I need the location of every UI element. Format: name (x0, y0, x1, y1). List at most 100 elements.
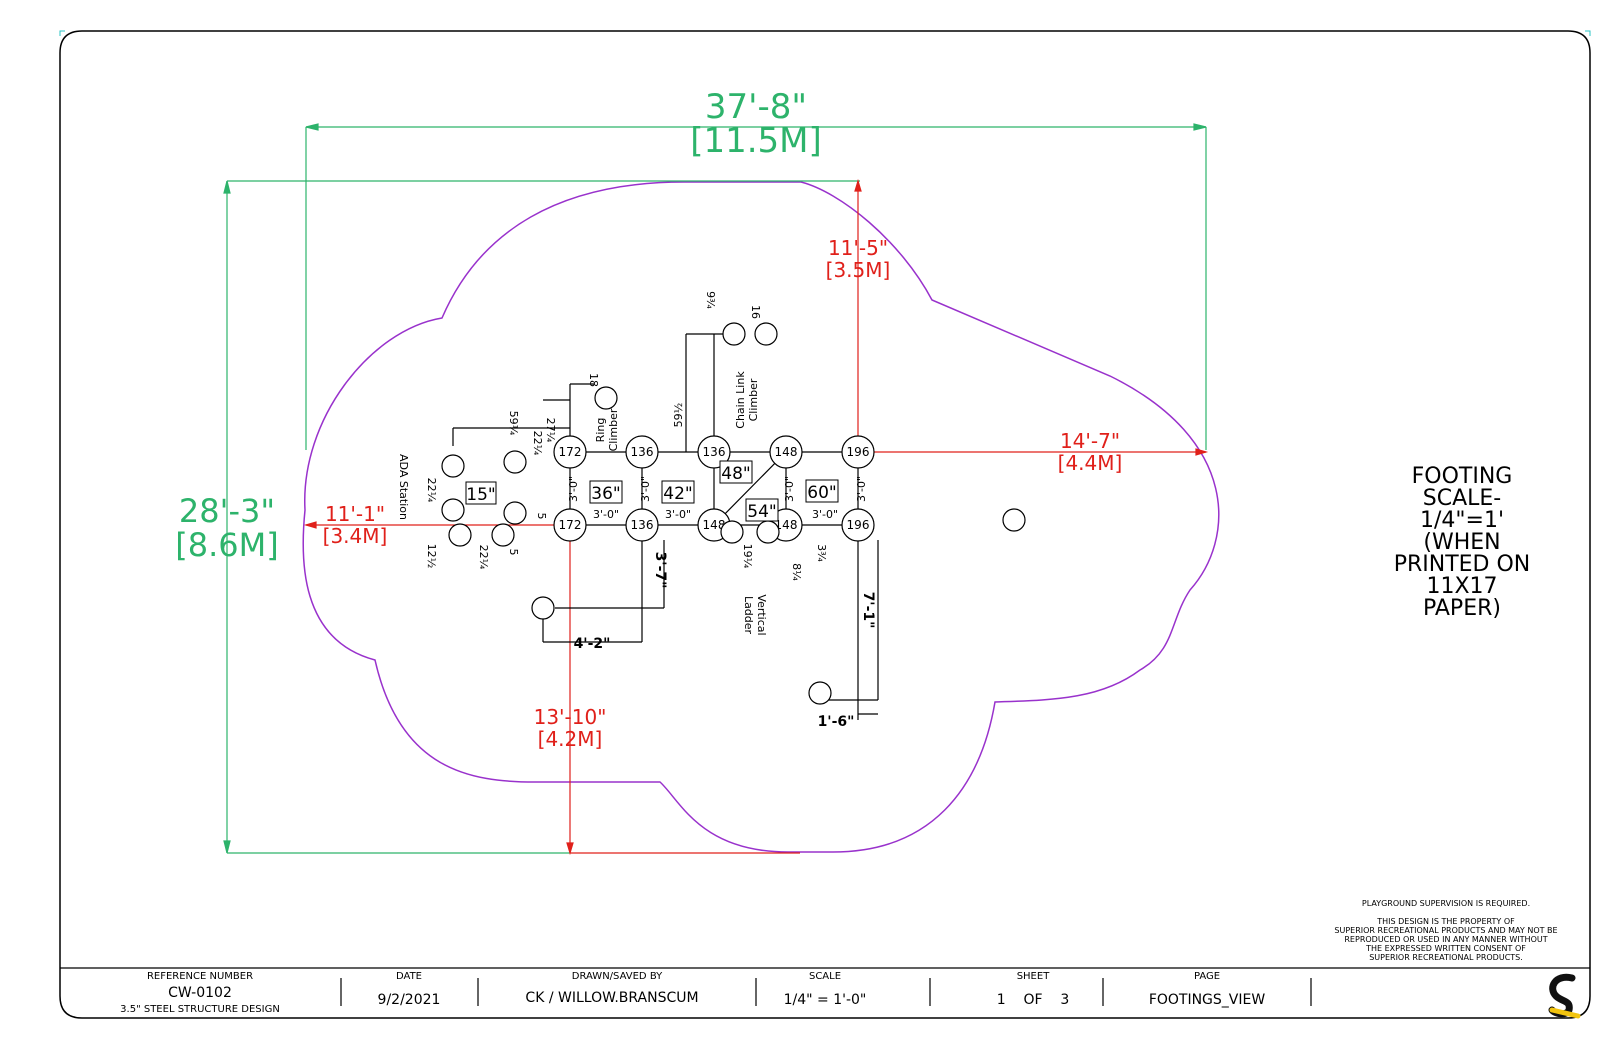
dim-label: 59¼ (507, 411, 520, 436)
top-clearance-label: 11'-5" (828, 236, 888, 260)
note-line: PAPER) (1423, 596, 1501, 621)
company-logo-icon (1548, 973, 1581, 1019)
note-line: SCALE- (1423, 486, 1501, 511)
overall-depth-label: 28'-3" (179, 492, 275, 530)
footing-circle (441, 498, 465, 522)
footing-circle (441, 454, 465, 478)
overall-width-label: 37'-8" (705, 87, 807, 127)
dim-label: 7'-1" (860, 592, 876, 629)
dim-label: 59½ (672, 403, 685, 428)
property-line: THIS DESIGN IS THE PROPERTY OF (1376, 917, 1515, 926)
footing-circle (808, 681, 832, 705)
left-clearance-label: 11'-1" (325, 502, 385, 526)
deck-height-label: 54" (747, 502, 776, 522)
footing-circle (503, 501, 527, 525)
scale-label: SCALE (809, 971, 841, 982)
deck-height-label: 42" (663, 484, 692, 504)
post-label: 196 (847, 518, 870, 532)
dim-label: 8¼ (790, 563, 803, 581)
footing-circle (720, 520, 744, 544)
note-line: 11X17 (1426, 574, 1497, 599)
component-label: Chain Link (734, 371, 747, 429)
dim-label: 5 (535, 513, 548, 520)
component-label: Climber (607, 408, 620, 451)
property-line: SUPERIOR RECREATIONAL PRODUCTS AND MAY N… (1334, 926, 1557, 935)
post-circle (697, 435, 731, 469)
footing-circle (722, 322, 746, 346)
spacing-label: 3'-0" (665, 508, 691, 521)
drawn-label: DRAWN/SAVED BY (572, 971, 663, 982)
component-label: Climber (747, 378, 760, 421)
dim-label: 3'-7" (652, 552, 668, 589)
post-circle (769, 435, 803, 469)
supervision-note: PLAYGROUND SUPERVISION IS REQUIRED. (1362, 899, 1530, 908)
page-label: PAGE (1194, 971, 1220, 982)
footing-circle (448, 523, 472, 547)
post-label: 136 (703, 445, 726, 459)
sheet-corner-mark (59, 30, 1591, 36)
post-circle (625, 435, 659, 469)
footing-circle (756, 520, 780, 544)
footing-circle (491, 523, 515, 547)
component-label: Ring (594, 418, 607, 443)
reference-label: REFERENCE NUMBER (147, 971, 253, 982)
deck-height-label: 48" (721, 464, 750, 484)
footing-circle (1002, 508, 1026, 532)
left-clearance-metric: [3.4M] (323, 524, 388, 548)
dim-label: 9¾ (704, 291, 717, 309)
overall-depth-dimension (223, 180, 860, 854)
post-spacings: 3'-0" 3'-0" 3'-0" 3'-0" 3'-0" 3'-0" 3'-0… (567, 476, 868, 521)
component-label: Ladder (742, 596, 755, 635)
clearance-lines (303, 178, 1209, 856)
right-clearance-label: 14'-7" (1060, 429, 1120, 453)
post-label: 196 (847, 445, 870, 459)
date-value: 9/2/2021 (378, 992, 441, 1008)
scale-value: 1/4" = 1'-0" (784, 992, 867, 1008)
spacing-label: 3'-0" (639, 476, 652, 502)
property-line: SUPERIOR RECREATIONAL PRODUCTS. (1369, 953, 1523, 962)
post-label: 136 (631, 445, 654, 459)
right-clearance-metric: [4.4M] (1058, 451, 1123, 475)
post-circle (553, 508, 587, 542)
note-line: FOOTING (1412, 464, 1513, 489)
overall-depth-metric: [8.6M] (175, 526, 278, 564)
dim-label: 4'-2" (574, 636, 611, 652)
note-line: (WHEN (1423, 530, 1500, 555)
long-dimensions: 3'-7" 4'-2" 7'-1" 1'-6" (574, 552, 876, 730)
legal-notice: PLAYGROUND SUPERVISION IS REQUIRED. THIS… (1334, 899, 1557, 962)
post-label: 148 (775, 518, 798, 532)
note-line: PRINTED ON (1394, 552, 1531, 577)
property-line: THE EXPRESSED WRITTEN CONSENT OF (1365, 944, 1526, 953)
auxiliary-footings (441, 322, 1026, 705)
dim-label: 1'-6" (818, 714, 855, 730)
post-label: 172 (559, 445, 582, 459)
sheet-border (59, 30, 1591, 1019)
footing-scale-note: FOOTING SCALE- 1/4"=1' (WHEN PRINTED ON … (1394, 464, 1531, 621)
sheet-value: 1 OF 3 (997, 992, 1070, 1008)
structure-lines (452, 333, 879, 720)
dim-label: 27¼ (544, 418, 557, 443)
top-row-posts: 172 136 136 148 196 (553, 435, 875, 469)
overall-width-metric: [11.5M] (690, 121, 822, 161)
reference-value: CW-0102 (168, 985, 232, 1001)
post-circle (625, 508, 659, 542)
use-zone-boundary (302, 181, 1220, 853)
spacing-label: 3'-0" (593, 508, 619, 521)
deck-height-label: 36" (591, 484, 620, 504)
title-block: REFERENCE NUMBER CW-0102 3.5" STEEL STRU… (60, 967, 1590, 1015)
post-label: 148 (703, 518, 726, 532)
reference-desc: 3.5" STEEL STRUCTURE DESIGN (120, 1004, 280, 1015)
sheet-label: SHEET (1017, 971, 1051, 982)
component-label: ADA Station (397, 454, 410, 520)
property-line: REPRODUCED OR USED IN ANY MANNER WITHOUT (1344, 935, 1547, 944)
note-line: 1/4"=1' (1420, 508, 1504, 533)
dim-label: 22¼ (531, 431, 544, 456)
dim-label: 18 (587, 373, 600, 387)
deck-height-label: 60" (807, 483, 836, 503)
footing-circle (594, 386, 618, 410)
spacing-label: 3'-0" (812, 508, 838, 521)
dim-label: 22¼ (425, 478, 438, 503)
deck-height-label: 15" (466, 485, 495, 505)
date-label: DATE (396, 971, 422, 982)
dim-label: 16 (749, 305, 762, 319)
